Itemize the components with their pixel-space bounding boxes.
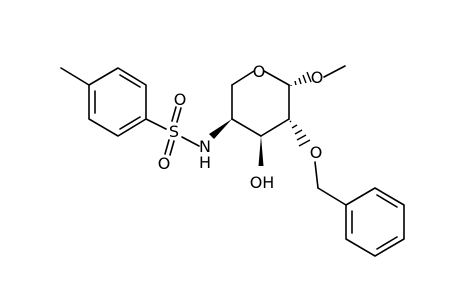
sulfonyl-oxygen-top-label: O (174, 90, 187, 109)
benzyl-ring-double-1 (376, 194, 398, 208)
wedge-c4-nitrogen (209, 119, 232, 139)
hydroxyl-label: OH (250, 173, 275, 192)
hashed-bond-c2-oxy (289, 120, 311, 147)
bond-oxy-ch2 (314, 161, 319, 189)
bond-methoxy-c (323, 65, 346, 78)
amine-nitrogen-label: N (199, 137, 211, 156)
benzyloxy-oxygen-label: O (310, 143, 323, 162)
tolyl-ring-double-1 (119, 74, 141, 88)
bond-aryl-sulfur (145, 118, 167, 130)
hashed-bond-c1-methoxy (290, 71, 312, 86)
bond-c2-c3 (260, 118, 290, 137)
benzyl-ring (345, 187, 405, 257)
sulfonyl-oxygen-bottom-label: O (158, 154, 171, 173)
sulfur-label: S (169, 122, 179, 141)
bond-ringO-c1 (263, 70, 290, 86)
bond-sulfonyl-bottom-a (164, 139, 170, 155)
bond-sulfur-nitrogen (181, 136, 200, 147)
methoxy-oxygen-label: O (311, 68, 324, 87)
bond-sulfonyl-top-a (171, 106, 177, 122)
tolyl-ring (88, 67, 147, 137)
bond-ch2-phenyl (317, 187, 347, 206)
bond-c3-c4 (231, 118, 262, 137)
ring-oxygen-label: O (253, 62, 266, 81)
bond-sulfonyl-bottom-b (169, 140, 175, 156)
bond-sulfonyl-top-b (176, 107, 182, 123)
bond-c5-ringO (231, 70, 255, 86)
wedge-c3-hydroxyl (258, 136, 264, 166)
amine-hydrogen-label: H (199, 153, 211, 172)
bond-methyl (60, 67, 90, 86)
benzyl-ring-double-2 (376, 236, 398, 250)
tolyl-ring-double-2 (119, 116, 141, 130)
